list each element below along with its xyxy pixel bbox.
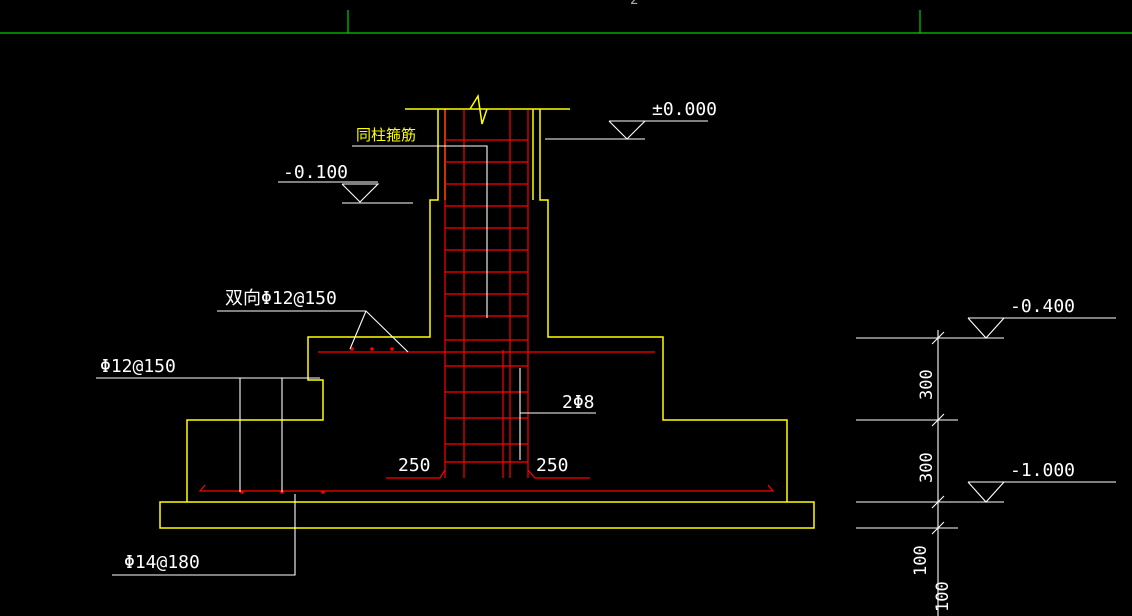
dimension-100-a: 100	[911, 545, 931, 576]
axis-grid	[0, 10, 1132, 34]
elevation-zero-label: ±0.000	[652, 99, 717, 120]
elevation-minus-0100-label: -0.100	[283, 162, 348, 183]
rebar-phi12-label: Φ12@150	[100, 356, 176, 377]
dimension-250-left: 250	[398, 455, 431, 476]
elevation-minus-1000-label: -1.000	[1010, 460, 1075, 481]
stirrup-note-label: 同柱箍筋	[356, 126, 416, 144]
rebar-2phi8-label: 2Φ8	[562, 392, 595, 413]
dimension-250-right: 250	[536, 455, 569, 476]
bidirectional-rebar-label: 双向Φ12@150	[225, 288, 337, 309]
foundation-outline	[159, 93, 815, 529]
rebar-phi14-label: Φ14@180	[124, 552, 200, 573]
dimension-300-lower: 300	[917, 452, 937, 483]
elevation-minus-0400-label: -0.400	[1010, 296, 1075, 317]
leader-lines	[96, 120, 1116, 616]
dimension-300-upper: 300	[917, 369, 937, 400]
dimension-100-b: 100	[933, 581, 953, 612]
top-axis-label: 2	[630, 0, 638, 8]
